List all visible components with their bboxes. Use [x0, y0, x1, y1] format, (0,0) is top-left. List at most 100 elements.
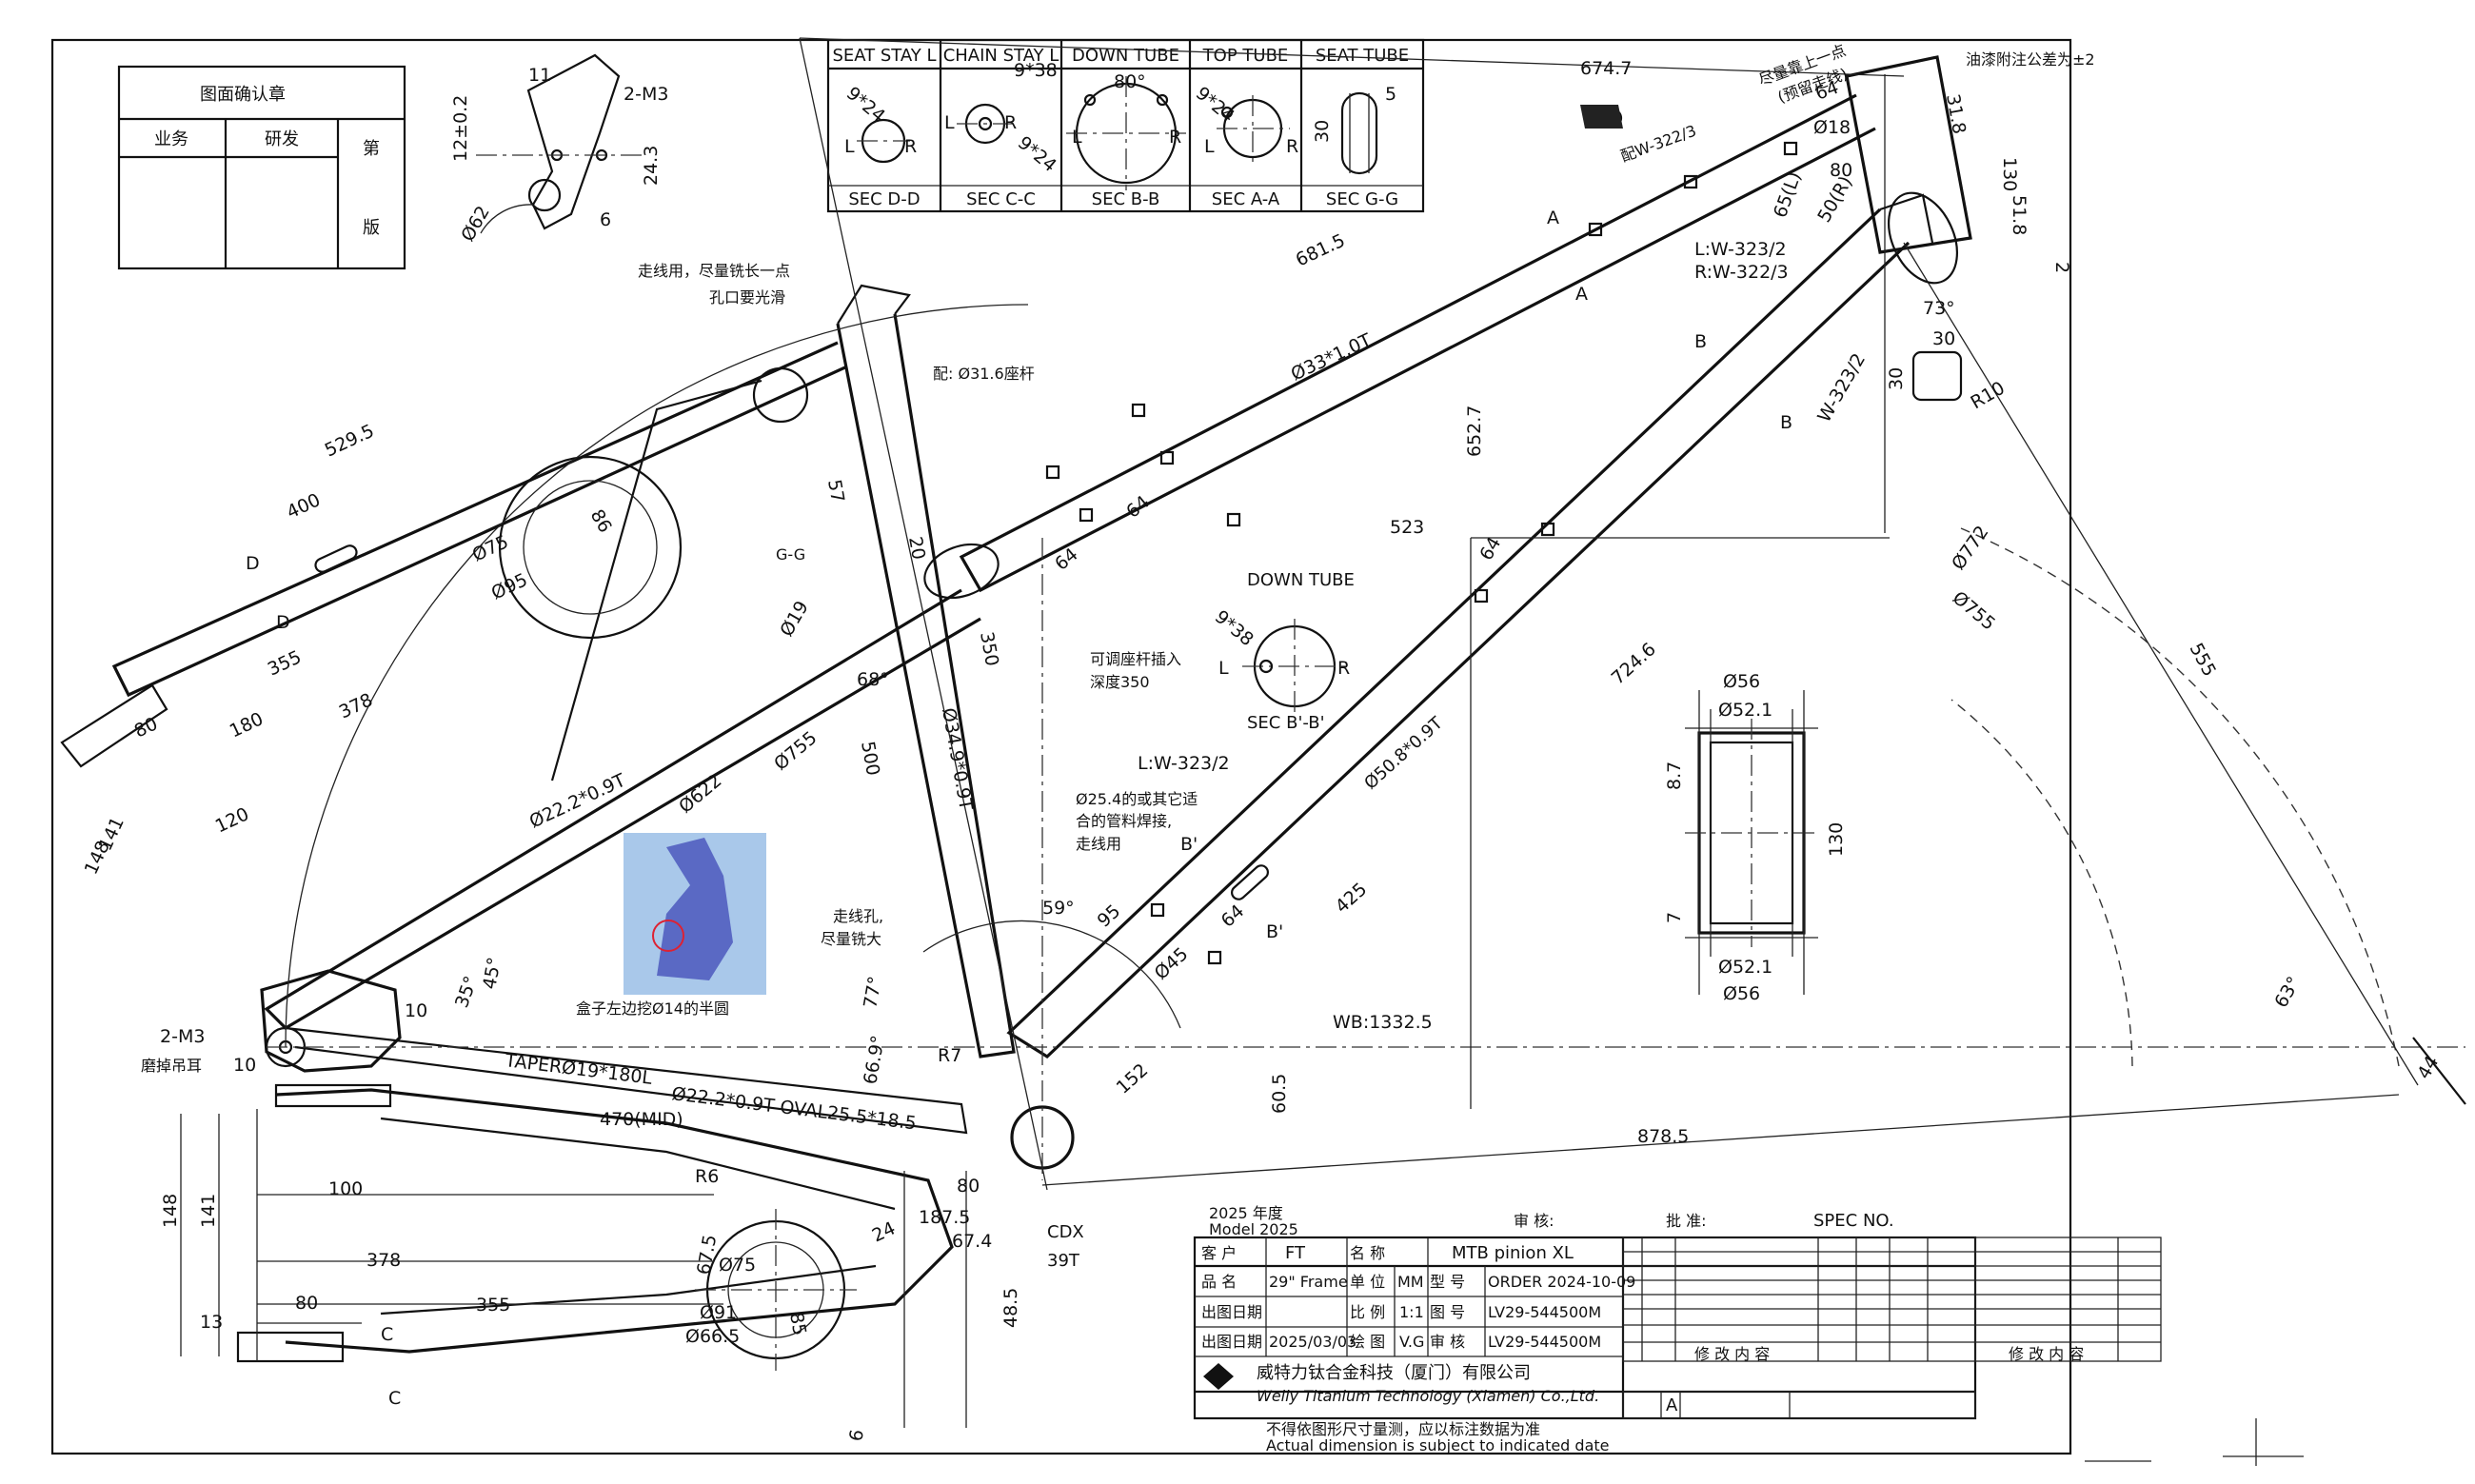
note-grind: 磨掉吊耳 — [141, 1057, 202, 1075]
tb-drawing-no-label: 图 号 — [1430, 1303, 1465, 1321]
dim-45deg: 45° — [479, 956, 505, 991]
rear-dropout — [260, 969, 402, 1073]
cs-dim-67-5: 67.5 — [693, 1233, 721, 1276]
dim-6: 6 — [600, 209, 611, 230]
tb-date: 2025/03/03 — [1269, 1333, 1356, 1351]
cs-dim-148: 148 — [160, 1194, 181, 1228]
dim-652-7: 652.7 — [1464, 406, 1485, 457]
dim-2: 2 — [2051, 262, 2072, 273]
dim-2m3-left: 2-M3 — [160, 1026, 205, 1047]
mark-a2: A — [1575, 284, 1588, 305]
seat-tube — [836, 313, 1016, 1059]
cs-dim-80b: 80 — [957, 1176, 980, 1197]
note-cable-hole-b: 尽量铣大 — [821, 930, 881, 948]
tb-date-label-2: 出图日期 — [1201, 1333, 1262, 1351]
dim-772: Ø772 — [1948, 522, 1992, 574]
detail-dim: 9*38 — [1211, 606, 1257, 650]
tb-model-name: MTB pinion XL — [1452, 1243, 1574, 1263]
sec-bb-l: L — [1072, 127, 1082, 148]
note-r322: R:W-322/3 — [1694, 262, 1789, 283]
sec-dd-l: L — [844, 136, 855, 157]
dim-60-5: 60.5 — [1269, 1074, 1290, 1114]
chain-stay-detail — [180, 1083, 967, 1428]
tb-customer-label: 客 户 — [1201, 1244, 1237, 1262]
dim-95-circle: Ø95 — [488, 569, 531, 603]
top-tube — [959, 93, 1876, 593]
tb-checked: LV29-544500M — [1488, 1333, 1601, 1351]
mark-bp2: B' — [1266, 921, 1283, 942]
note-hole-smooth: 孔口要光滑 — [709, 288, 785, 307]
note-box: 盒子左边挖Ø14的半圆 — [576, 999, 729, 1018]
dim-378: 378 — [336, 689, 376, 722]
dim-r10: R10 — [1968, 378, 2009, 414]
dim-350: 350 — [976, 630, 1002, 668]
note-insert-a: 可调座杆插入 — [1090, 650, 1181, 668]
tb-footer-cn: 不得依图形尺寸量测，应以标注数据为准 — [1266, 1420, 1540, 1438]
note-cable-route: 走线用，尽量铣长一点 — [638, 262, 790, 280]
dim-674-7: 674.7 — [1580, 58, 1632, 79]
sec-dd-r: R — [904, 136, 917, 157]
cs-dim-85: 85 — [785, 1311, 810, 1337]
dim-425: 425 — [1332, 879, 1372, 918]
chain-stay-upper — [264, 588, 981, 1031]
stamp-title: 图面确认章 — [200, 85, 286, 105]
dim-681-5: 681.5 — [1293, 230, 1349, 271]
tb-company-cn: 威特力钛合金科技（厦门）有限公司 — [1257, 1363, 1531, 1383]
dim-80-upper: 80 — [131, 713, 161, 742]
mark-d1: D — [246, 553, 260, 574]
spec-down-tube: Ø50.8*0.9T — [1360, 713, 1447, 794]
sec-b-b-drawing: L R 80° — [1066, 71, 1186, 190]
dim-529-5: 529.5 — [322, 421, 378, 462]
cs-dim-141: 141 — [198, 1194, 219, 1228]
cs-dim-66-5: Ø66.5 — [685, 1326, 740, 1347]
mark-c2: C — [388, 1388, 401, 1409]
tb-rev-cn: 修 改 内 容 — [1694, 1345, 1770, 1363]
tb-footer-en: Actual dimension is subject to indicated… — [1266, 1436, 1610, 1454]
mark-b1: B — [1694, 331, 1707, 352]
tb-approved: 批 准: — [1666, 1212, 1706, 1230]
dim-19: Ø19 — [776, 598, 813, 641]
dim-73deg: 73° — [1923, 298, 1955, 319]
dim-63deg: 63° — [2270, 973, 2305, 1011]
cs-dim-378: 378 — [366, 1250, 401, 1271]
dim-50r: 50(R) — [1813, 172, 1856, 226]
title-block: 2025 年度 Model 2025 审 核: 批 准: SPEC NO. 客 … — [1193, 1204, 2162, 1454]
sec-c-c-drawing: L R 9*38 9*24 — [944, 60, 1060, 176]
section-header-1: CHAIN STAY L — [943, 46, 1059, 66]
down-tube-detail: DOWN TUBE 9*38 L R SEC B'-B' — [1211, 570, 1355, 733]
cs-dim-355: 355 — [476, 1295, 510, 1316]
dim-18: Ø18 — [1813, 117, 1851, 138]
dim-30-side: 30 — [1886, 367, 1907, 390]
sec-gg-dim2: 5 — [1385, 84, 1396, 105]
section-header-3: TOP TUBE — [1202, 46, 1289, 66]
note-corner: 油漆附注公差为±2 — [1966, 50, 2095, 69]
note-l323: L:W-323/2 — [1694, 239, 1787, 260]
note-322: 配W-322/3 — [1618, 121, 1699, 165]
stamp-edition-a: 第 — [363, 139, 380, 159]
dim-56-top: Ø56 — [1723, 671, 1760, 692]
annotation-notes: 走线用，尽量铣长一点 孔口要光滑 配: Ø31.6座杆 可调座杆插入 深度350… — [141, 41, 2095, 1409]
sec-a-a-drawing: L R 9*24 — [1192, 83, 1298, 162]
dim-180: 180 — [227, 708, 267, 742]
tb-drawn: V.G — [1399, 1333, 1424, 1351]
dim-724-6: 724.6 — [1608, 639, 1660, 689]
dim-64a: 64 — [1051, 544, 1082, 574]
section-label-0: SEC D-D — [848, 189, 920, 209]
dim-130-detail: 130 — [1826, 822, 1847, 857]
dim-86: 86 — [586, 506, 616, 537]
sec-gg-dim: 30 — [1312, 120, 1333, 143]
stamp-rd: 研发 — [265, 129, 299, 149]
tb-scale: 1:1 — [1399, 1303, 1424, 1321]
note-lw323: L:W-323/2 — [1138, 753, 1230, 774]
dim-523: 523 — [1390, 517, 1424, 538]
mark-c1: C — [381, 1324, 393, 1345]
approval-stamp-box: 图面确认章 业务 研发 第 版 — [117, 65, 406, 270]
section-label-3: SEC A-A — [1212, 189, 1280, 209]
tb-name-label: 名 称 — [1350, 1244, 1385, 1262]
dim-30-box: 30 — [1932, 328, 1955, 349]
tb-company-en: Welly Titanium Technology (Xiamen) Co.,L… — [1257, 1387, 1599, 1405]
note-weld-a: Ø25.4的或其它适 — [1076, 790, 1198, 808]
dim-24-3: 24.3 — [641, 146, 662, 186]
note-weld-c: 走线用 — [1076, 835, 1121, 853]
